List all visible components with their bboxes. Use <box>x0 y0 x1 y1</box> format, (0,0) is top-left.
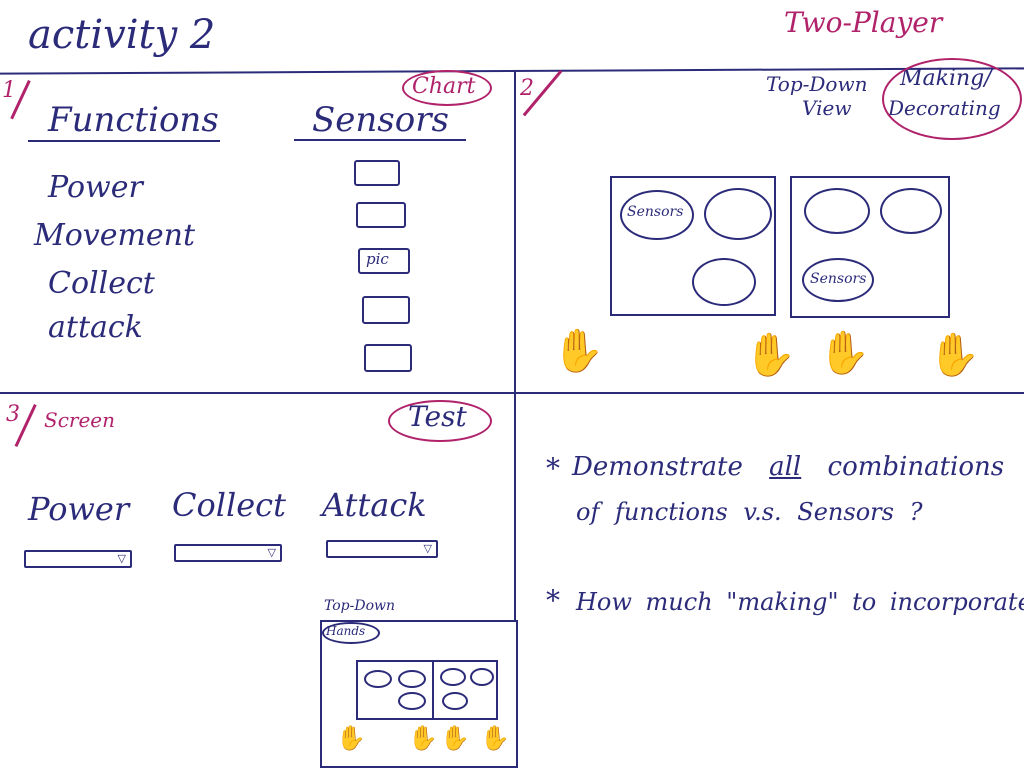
attack-dropdown[interactable]: ▽ <box>326 540 438 558</box>
sensor-pic-label: pic <box>366 250 389 268</box>
piece-oval <box>804 188 870 234</box>
hand-icon: ✋ <box>440 724 470 752</box>
piece-oval <box>398 692 426 710</box>
triangle-down-icon: ▽ <box>117 552 126 565</box>
panel3-number: 3 <box>6 402 20 427</box>
sensor-oval: Sensors <box>802 258 874 302</box>
triangle-down-icon: ▽ <box>423 542 432 555</box>
screen-label: Screen <box>44 408 116 432</box>
piece-oval <box>364 670 392 688</box>
mini-board <box>432 660 498 720</box>
hand-icon: ✋ <box>480 724 510 752</box>
sensor-label-left: Sensors <box>627 204 684 220</box>
hand-icon: ✋ <box>928 330 981 379</box>
mode-label: Two-Player <box>784 6 943 39</box>
dropdown-label-power: Power <box>28 490 130 528</box>
panel1-tag-circle <box>402 70 492 106</box>
piece-oval <box>692 258 756 306</box>
sensor-label-right: Sensors <box>810 271 867 287</box>
mini-hands-circle <box>322 622 380 644</box>
sensor-slot <box>354 160 400 186</box>
mini-view-frame: Hands ✋ ✋ ✋ ✋ <box>320 620 518 768</box>
piece-oval <box>398 670 426 688</box>
functions-header: Functions <box>48 100 219 140</box>
sensor-slot <box>364 344 412 372</box>
piece-oval <box>470 668 494 686</box>
sensor-slot <box>356 202 406 228</box>
note-line2: of functions v.s. Sensors ? <box>576 498 923 526</box>
hand-icon: ✋ <box>336 724 366 752</box>
function-power: Power <box>48 170 143 205</box>
view-label-2: View <box>802 96 852 120</box>
panel2-tag-circle <box>882 58 1022 140</box>
mini-view-label: Top-Down <box>324 598 396 614</box>
view-label-1: Top-Down <box>766 72 868 96</box>
hand-icon: ✋ <box>744 330 797 379</box>
note-line1-post: combinations <box>827 452 1005 482</box>
triangle-down-icon: ▽ <box>267 546 276 559</box>
board-left: Sensors <box>610 176 776 316</box>
function-collect: Collect <box>48 266 155 301</box>
sensor-oval: Sensors <box>620 190 694 240</box>
panel2-number: 2 <box>520 76 534 101</box>
power-dropdown[interactable]: ▽ <box>24 550 132 568</box>
sensors-header: Sensors <box>312 100 449 140</box>
hand-icon: ✋ <box>408 724 438 752</box>
hand-icon: ✋ <box>552 326 605 375</box>
panel3-tag-circle <box>388 400 492 442</box>
middle-divider <box>0 392 1024 394</box>
functions-underline <box>28 140 220 142</box>
note-line3: How much "making" to incorporate? <box>576 588 1024 616</box>
note-line1: Demonstrate all combinations <box>572 452 1004 482</box>
dropdown-label-collect: Collect <box>172 486 286 524</box>
collect-dropdown[interactable]: ▽ <box>174 544 282 562</box>
piece-oval <box>442 692 468 710</box>
sensor-slot-pic: pic <box>358 248 410 274</box>
panel1-number: 1 <box>2 78 16 103</box>
note-bullet: * <box>546 452 560 485</box>
mini-board <box>356 660 434 720</box>
piece-oval <box>880 188 942 234</box>
function-movement: Movement <box>34 218 196 253</box>
page-title: activity 2 <box>28 12 216 58</box>
note-bullet: * <box>546 584 560 617</box>
note-line1-emphasis: all <box>769 452 802 482</box>
sensor-slot <box>362 296 410 324</box>
board-right: Sensors <box>790 176 950 318</box>
piece-oval <box>704 188 772 240</box>
piece-oval <box>440 668 466 686</box>
sensors-underline <box>294 139 466 141</box>
hand-icon: ✋ <box>818 328 871 377</box>
dropdown-label-attack: Attack <box>322 486 427 524</box>
note-line1-pre: Demonstrate <box>572 452 743 482</box>
function-attack: attack <box>48 310 143 345</box>
top-divider <box>0 67 1024 75</box>
center-divider <box>514 70 516 768</box>
